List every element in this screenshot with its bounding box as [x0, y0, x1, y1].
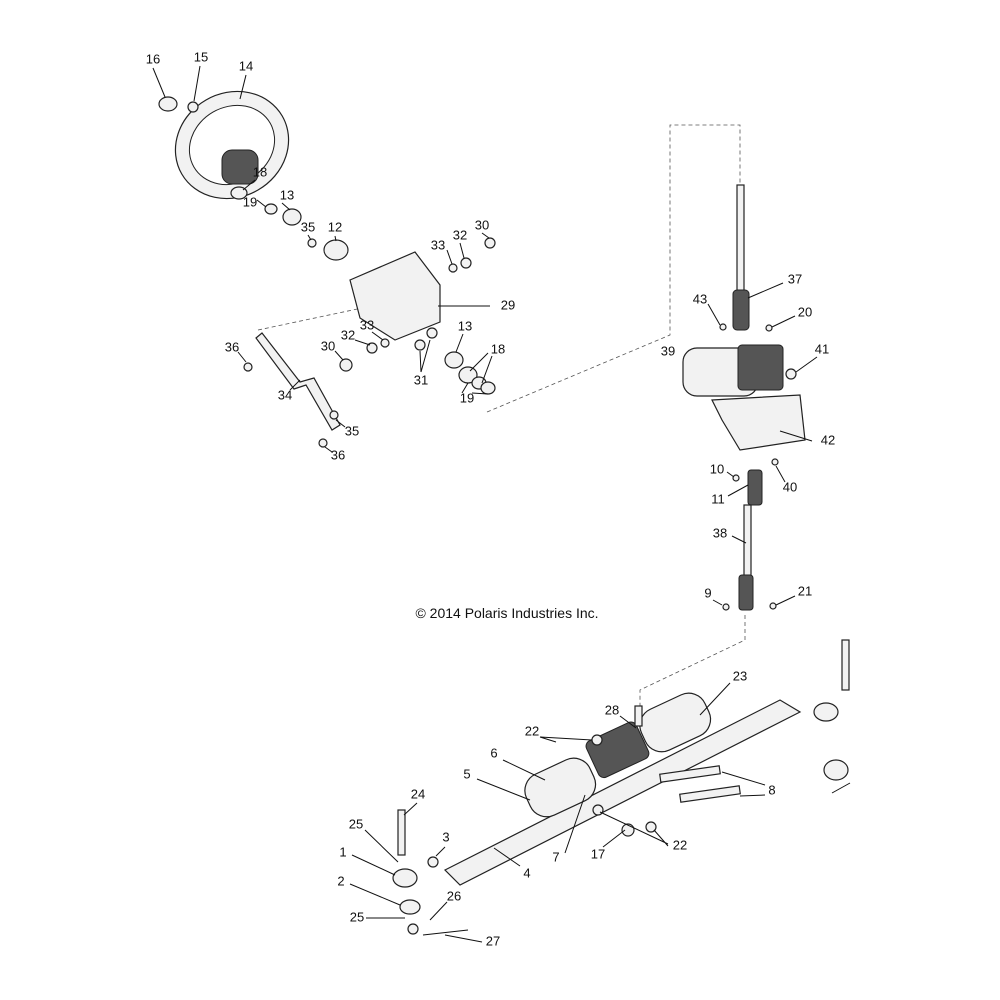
- callout: 42: [821, 432, 835, 447]
- callout: 9: [704, 585, 711, 600]
- callout: 29: [501, 297, 515, 312]
- callout: 2: [337, 873, 344, 888]
- callout: 5: [463, 766, 470, 781]
- callout: 22: [673, 837, 687, 852]
- callout: 32: [453, 227, 467, 242]
- callout: 6: [490, 745, 497, 760]
- callout: 25: [350, 909, 364, 924]
- callout: 15: [194, 49, 208, 64]
- callout: 21: [798, 583, 812, 598]
- steering-rack: [392, 639, 851, 936]
- callout: 4: [523, 865, 530, 880]
- callout: 19: [243, 194, 257, 209]
- callout: 39: [661, 343, 675, 358]
- callout: 41: [815, 341, 829, 356]
- callout: 10: [710, 461, 724, 476]
- callout: 31: [414, 372, 428, 387]
- callout: 23: [733, 668, 747, 683]
- callout: 40: [783, 479, 797, 494]
- callout: 20: [798, 304, 812, 319]
- callout: 7: [552, 849, 559, 864]
- callout: 25: [349, 816, 363, 831]
- callout: 38: [713, 525, 727, 540]
- steering-wheel: [158, 90, 349, 261]
- callout: 26: [447, 888, 461, 903]
- callout: 24: [411, 786, 425, 801]
- intermediate-shaft-and-eps-unit: [682, 184, 806, 611]
- callout: 13: [280, 187, 294, 202]
- callout: 30: [321, 338, 335, 353]
- callout: 16: [146, 51, 160, 66]
- callout: 17: [591, 846, 605, 861]
- callout: 3: [442, 829, 449, 844]
- callout: 32: [341, 327, 355, 342]
- callout: 19: [460, 390, 474, 405]
- callout: 18: [253, 164, 267, 179]
- callout: 30: [475, 217, 489, 232]
- callout: 14: [239, 58, 253, 73]
- callout: 37: [788, 271, 802, 286]
- callout: 35: [345, 423, 359, 438]
- callout: 8: [768, 782, 775, 797]
- callout: 43: [693, 291, 707, 306]
- callout: 27: [486, 933, 500, 948]
- callout: 33: [431, 237, 445, 252]
- callout-labels: 16 15 14 18 13 19 12 35 33 32 30 29 36 3…: [146, 49, 835, 948]
- callout: 35: [301, 219, 315, 234]
- callout: 36: [225, 339, 239, 354]
- callout: 12: [328, 219, 342, 234]
- callout: 22: [525, 723, 539, 738]
- steering-column-bracket: [243, 237, 496, 448]
- callout: 34: [278, 387, 292, 402]
- callout: 28: [605, 702, 619, 717]
- callout: 1: [339, 844, 346, 859]
- leader-lines: [152, 65, 818, 943]
- callout: 36: [331, 447, 345, 462]
- copyright-notice: © 2014 Polaris Industries Inc.: [415, 605, 598, 621]
- callout: 33: [360, 317, 374, 332]
- callout: 18: [491, 341, 505, 356]
- callout: 11: [711, 491, 725, 506]
- callout: 13: [458, 318, 472, 333]
